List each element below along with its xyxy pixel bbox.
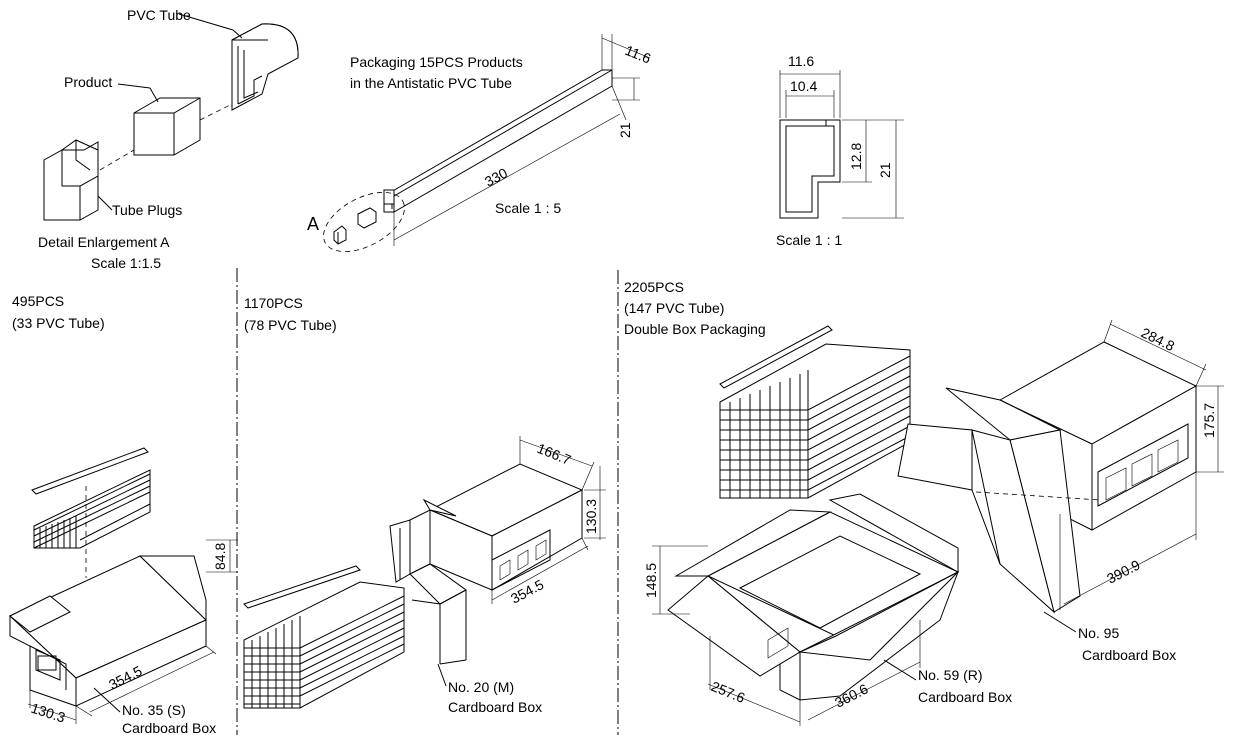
tube-caption-2: in the Antistatic PVC Tube — [350, 75, 512, 91]
cross-section: 11.6 10.4 12.8 21 Scale 1 : 1 — [776, 53, 904, 248]
product-block — [133, 97, 201, 156]
dim-l-inner-height: 148.5 — [643, 563, 659, 598]
dim-s-height: 84.8 — [212, 543, 228, 570]
dim-m-width: 166.7 — [535, 440, 574, 468]
dim-m-height: 130.3 — [583, 499, 599, 534]
label-product: Product — [64, 74, 112, 90]
pack-l-inner-box-1: No. 59 (R) — [918, 667, 983, 683]
pack-s-tubes: (33 PVC Tube) — [12, 315, 105, 331]
pack-l-note: Double Box Packaging — [624, 321, 766, 337]
detail-scale: Scale 1:1.5 — [91, 255, 161, 271]
dim-section-outer-width: 11.6 — [788, 53, 814, 69]
cardboard-box-l-inner — [667, 493, 960, 701]
dim-tube-height: 21 — [617, 122, 633, 138]
section-scale: Scale 1 : 1 — [776, 232, 842, 248]
dim-m-length: 354.5 — [508, 576, 547, 607]
pack-m-box-2: Cardboard Box — [448, 699, 542, 715]
label-pvc-tube: PVC Tube — [127, 7, 191, 23]
tube-plugs — [43, 139, 99, 221]
pack-s-box-2: Cardboard Box — [122, 720, 216, 735]
pack-s-box-1: No. 35 (S) — [122, 702, 186, 718]
tube-stack-l — [719, 343, 911, 499]
cardboard-box-l-outer — [897, 341, 1198, 614]
dim-l-outer-width: 284.8 — [1139, 324, 1178, 354]
tube-view: Packaging 15PCS Products in the Antistat… — [307, 34, 653, 252]
pvc-tube-detail — [231, 23, 299, 111]
pack-m-qty: 1170PCS — [244, 295, 303, 311]
pack-l-inner-box-2: Cardboard Box — [918, 689, 1012, 705]
pack-l-outer-box-2: Cardboard Box — [1082, 647, 1176, 663]
cardboard-box-m — [389, 463, 584, 665]
dim-tube-length: 330 — [482, 164, 510, 189]
dim-l-outer-height: 175.7 — [1201, 403, 1217, 438]
dim-section-height: 21 — [877, 162, 893, 178]
pack-s-qty: 495PCS — [12, 293, 64, 309]
detail-marker-a: A — [307, 214, 319, 234]
dim-tube-width: 11.6 — [623, 42, 653, 67]
dim-section-inner-width: 10.4 — [790, 78, 817, 94]
tube-caption-1: Packaging 15PCS Products — [350, 54, 523, 70]
cardboard-box-s — [9, 555, 207, 707]
detail-title: Detail Enlargement A — [38, 234, 170, 250]
dim-l-inner-width: 257.6 — [709, 678, 748, 706]
long-pvc-tube — [383, 69, 613, 213]
pack-m-tubes: (78 PVC Tube) — [244, 317, 337, 333]
tube-end-parts — [333, 189, 395, 245]
pack-medium: 1170PCS (78 PVC Tube) — [243, 295, 606, 715]
pack-l-tubes: (147 PVC Tube) — [624, 300, 724, 316]
tube-stack-m — [243, 581, 405, 709]
pack-small: 495PCS (33 PVC Tube) 84.8 354.5 — [9, 293, 238, 735]
label-tube-plugs: Tube Plugs — [112, 202, 182, 218]
dim-s-width: 130.3 — [29, 700, 67, 726]
pack-large: 2205PCS (147 PVC Tube) Double Box Packag… — [624, 279, 1224, 726]
pack-l-qty: 2205PCS — [624, 279, 684, 295]
tube-scale: Scale 1 : 5 — [495, 200, 561, 216]
pack-m-box-1: No. 20 (M) — [448, 679, 514, 695]
dim-l-outer-length: 390.9 — [1104, 556, 1143, 586]
pack-l-outer-box-1: No. 95 — [1078, 625, 1119, 641]
detail-enlargement: PVC Tube Product Tube Plugs Detail Enlar… — [38, 7, 299, 271]
tube-stack-s — [33, 469, 151, 549]
dim-section-step: 12.8 — [848, 143, 864, 170]
